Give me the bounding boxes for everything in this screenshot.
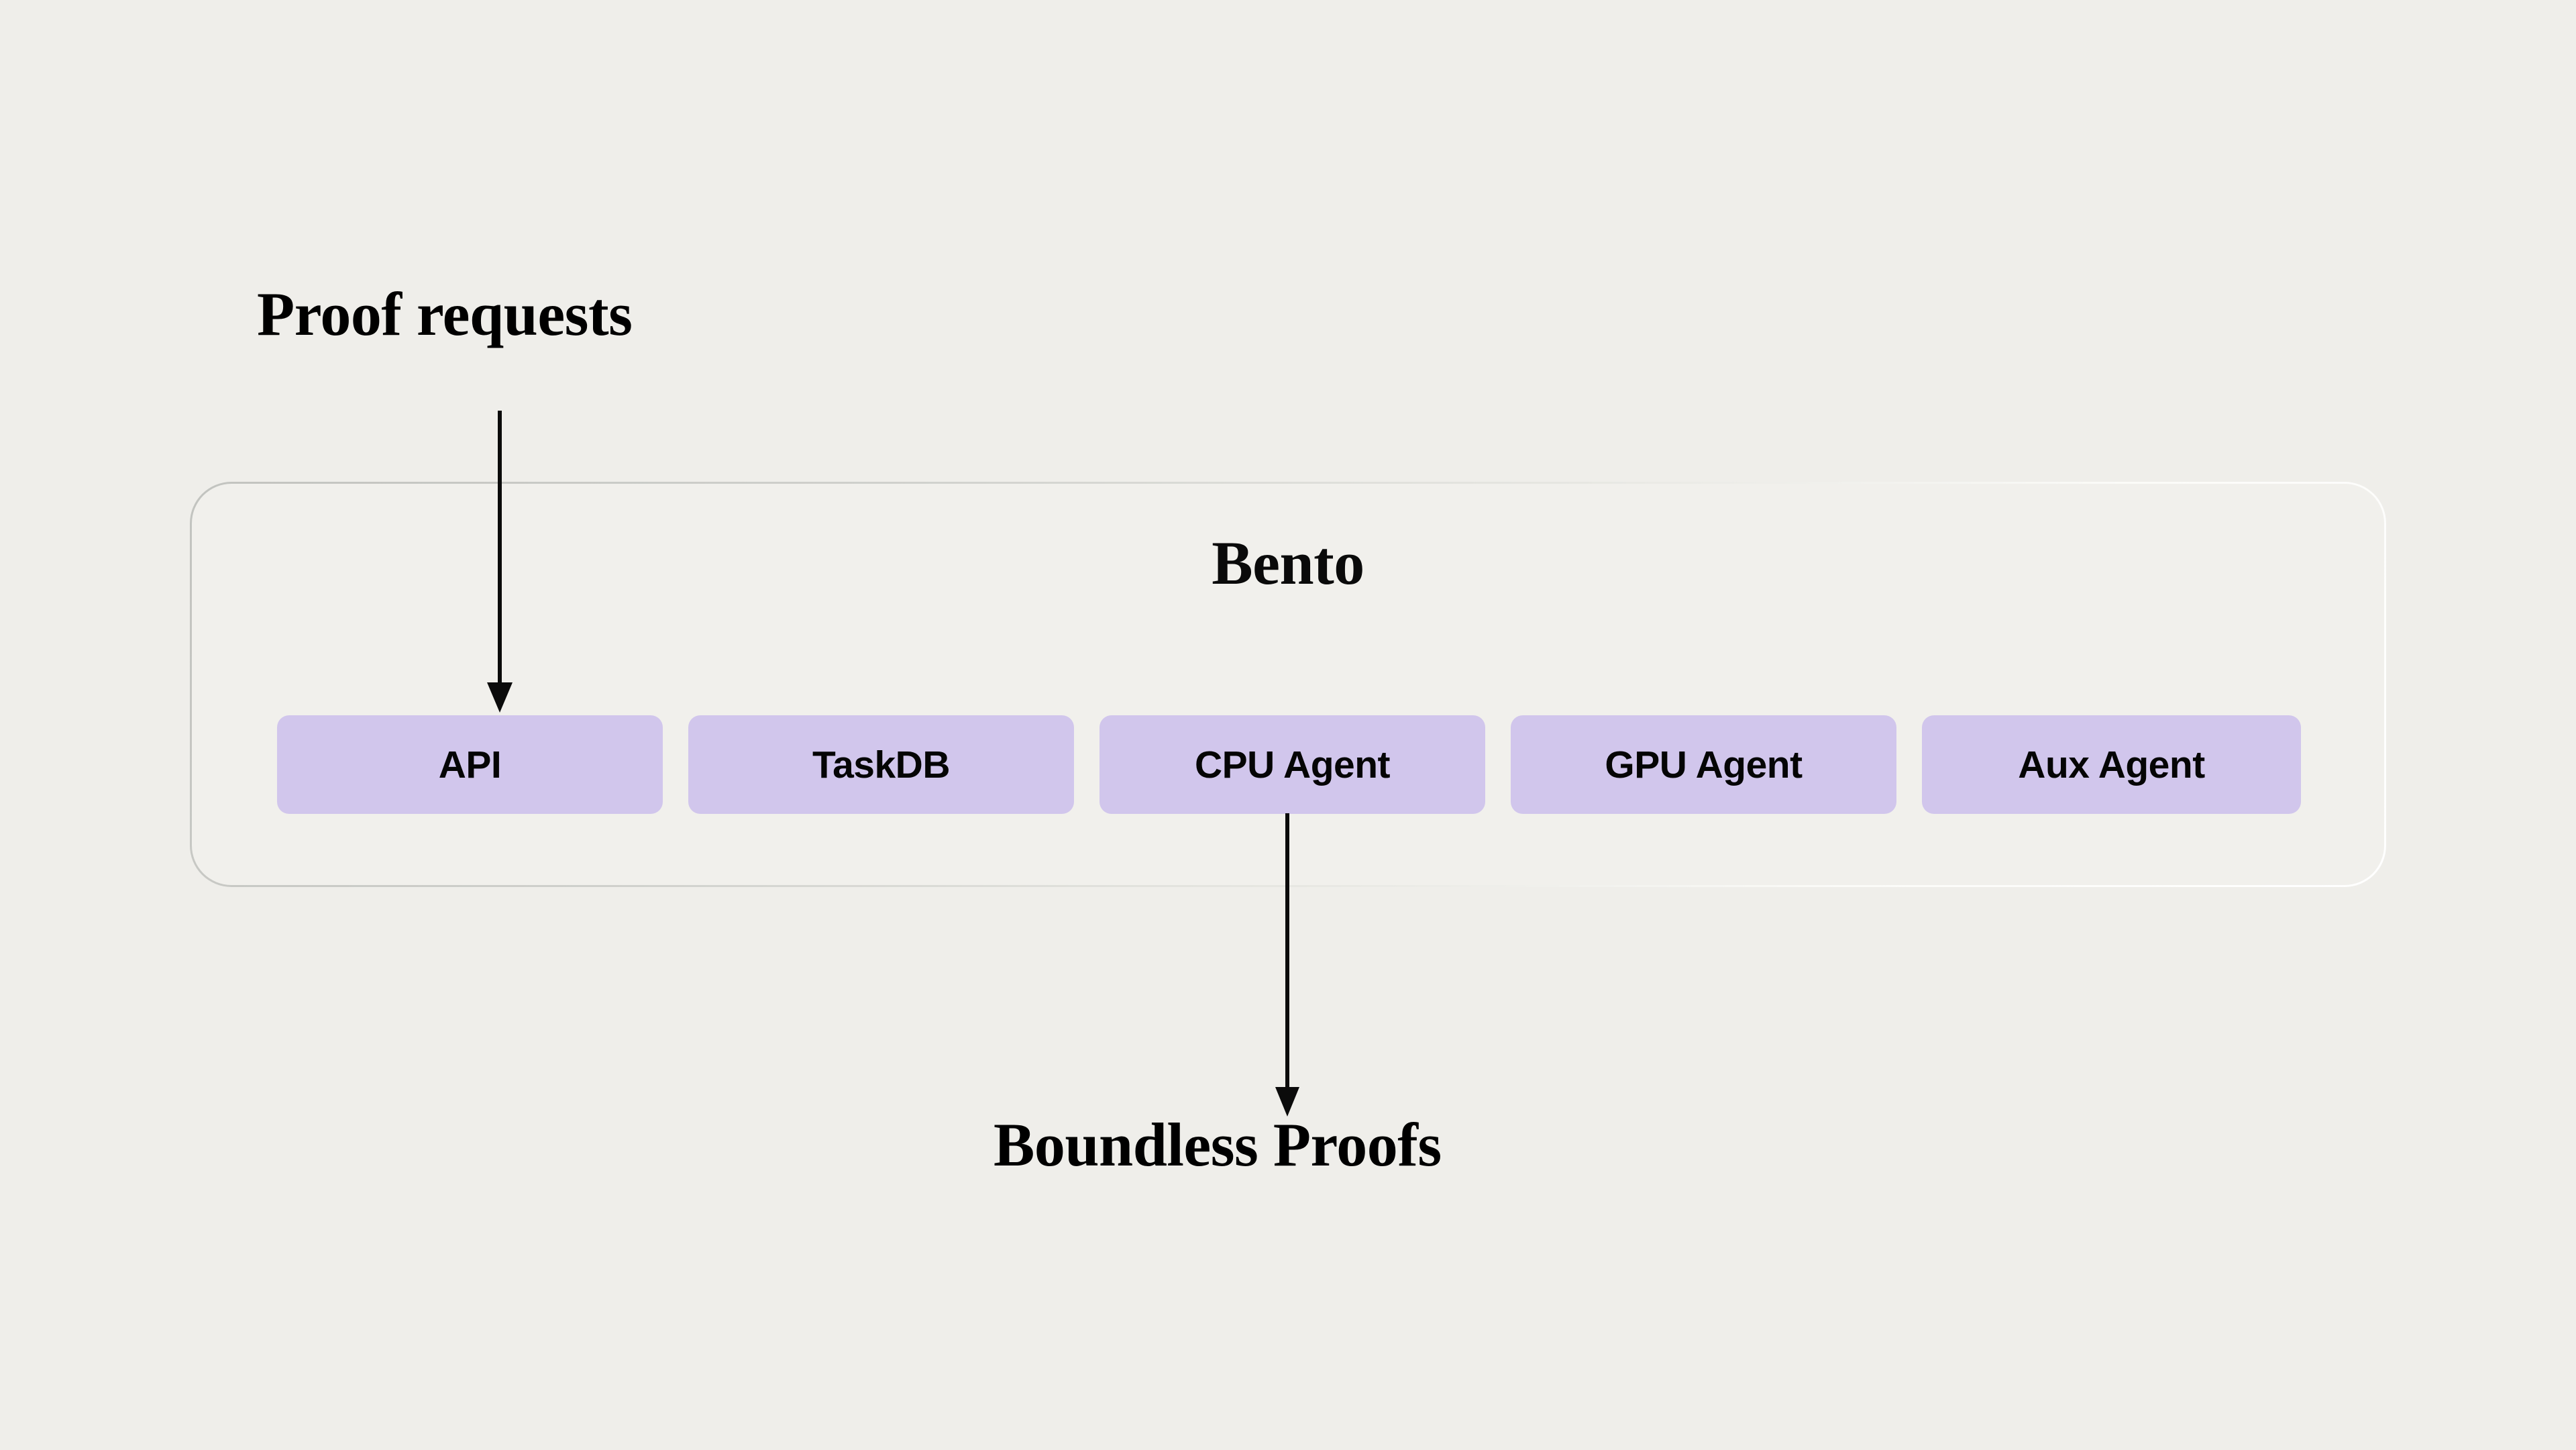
component-label-aux-agent: Aux Agent [2018, 743, 2205, 786]
component-box-cpu-agent[interactable]: CPU Agent [1099, 715, 1485, 814]
component-label-taskdb: TaskDB [812, 743, 951, 786]
component-label-api: API [438, 743, 502, 786]
bento-title: Bento [1212, 529, 1364, 597]
component-box-api[interactable]: API [277, 715, 663, 814]
component-box-taskdb[interactable]: TaskDB [688, 715, 1074, 814]
boundless-proofs-label: Boundless Proofs [994, 1110, 1442, 1179]
bento-container: Bento API TaskDB CPU Agent GPU Agent Aux… [190, 482, 2386, 887]
bento-component-row: API TaskDB CPU Agent GPU Agent Aux Agent [277, 715, 2301, 814]
component-box-aux-agent[interactable]: Aux Agent [1922, 715, 2301, 814]
component-box-gpu-agent[interactable]: GPU Agent [1511, 715, 1896, 814]
proof-requests-label: Proof requests [257, 280, 633, 348]
component-label-cpu-agent: CPU Agent [1194, 743, 1391, 786]
component-label-gpu-agent: GPU Agent [1605, 743, 1803, 786]
